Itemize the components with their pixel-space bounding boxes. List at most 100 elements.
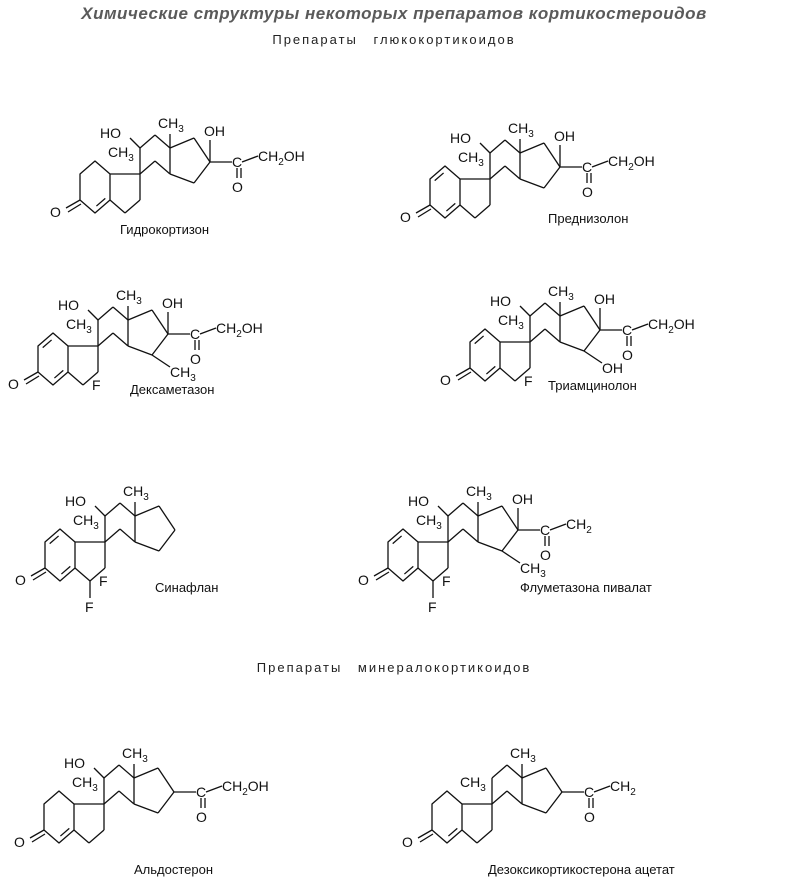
bond <box>118 790 135 805</box>
bond <box>519 142 545 154</box>
c6-fluoro-label: F <box>85 599 94 615</box>
c10-methyl-label: CH3 <box>73 512 99 532</box>
bond <box>157 791 175 814</box>
bond <box>134 505 160 517</box>
double-bond <box>49 535 60 545</box>
c3-oxo-bond <box>375 571 390 581</box>
c21-label: CH2 <box>610 778 636 798</box>
bond <box>104 528 121 543</box>
bond <box>521 767 547 779</box>
bond <box>88 829 105 844</box>
c3-oxo-bond <box>23 371 39 381</box>
bond <box>193 137 211 163</box>
c3-oxygen-label: O <box>15 572 26 588</box>
c13-methyl-label: CH3 <box>122 745 148 765</box>
bond <box>104 502 121 517</box>
bond <box>109 199 126 214</box>
c3-oxo-bond <box>29 829 45 839</box>
bond <box>593 785 611 793</box>
double-bond <box>474 335 485 345</box>
bond <box>139 134 156 149</box>
bond <box>73 829 90 844</box>
hydrocortisone-caption: Гидрокортизон <box>120 222 209 237</box>
c3-oxygen-label: O <box>358 572 369 588</box>
c17-hydroxy-label: OH <box>594 291 615 307</box>
c3-oxo-bond <box>25 375 40 385</box>
deoxycorticosterone-acetate-caption: Дезоксикортикостерона ацетат <box>488 862 675 877</box>
bond <box>112 332 129 347</box>
bond <box>169 173 195 184</box>
c20-carbon-label: C <box>190 326 200 342</box>
bond <box>139 160 156 175</box>
c13-methyl-label: CH3 <box>466 483 492 503</box>
bond <box>549 523 567 531</box>
bond <box>519 178 545 189</box>
bond <box>545 767 563 793</box>
c3-oxo-bond <box>373 567 389 577</box>
bond <box>543 166 561 189</box>
bond <box>491 790 508 805</box>
bond <box>461 829 478 844</box>
c16-hydroxy-label: OH <box>602 360 623 376</box>
bond <box>476 829 493 844</box>
c11-hydroxy-label: HO <box>65 493 86 509</box>
bond <box>504 165 521 180</box>
page-title: Химические структуры некоторых препарато… <box>81 4 707 23</box>
bond <box>462 502 479 517</box>
c3-oxo-bond <box>30 567 46 577</box>
bond <box>501 550 521 564</box>
c11-hydroxy-label: HO <box>100 125 121 141</box>
double-bond <box>59 827 70 837</box>
bond <box>241 155 259 163</box>
c3-oxo-bond <box>415 204 431 214</box>
bond <box>169 137 195 149</box>
aldosterone-caption: Альдостерон <box>134 862 213 877</box>
bond <box>489 165 506 180</box>
bond <box>506 764 523 779</box>
bond <box>583 329 601 352</box>
bond <box>506 790 523 805</box>
bond <box>447 528 464 543</box>
c20-oxygen-label: O <box>196 809 207 825</box>
bond <box>82 371 99 386</box>
c10-methyl-label: CH3 <box>460 774 486 794</box>
bond <box>151 354 171 368</box>
double-bond <box>403 565 414 575</box>
bond <box>545 791 563 814</box>
bond <box>543 142 561 168</box>
c6-fluoro-label: F <box>428 599 437 615</box>
c21-label: CH2 <box>566 516 592 536</box>
bond <box>119 528 136 543</box>
bond <box>529 328 546 343</box>
c21-label: CH2OH <box>222 778 269 798</box>
c9-fluoro-label: F <box>99 573 108 589</box>
prednisolone-caption: Преднизолон <box>548 211 628 226</box>
bond <box>127 345 153 356</box>
bond <box>112 306 129 321</box>
c20-oxygen-label: O <box>190 351 201 367</box>
c20-oxygen-label: O <box>584 809 595 825</box>
bond <box>437 505 449 517</box>
ring-a <box>469 328 501 382</box>
c13-methyl-label: CH3 <box>116 287 142 307</box>
bond <box>514 367 531 382</box>
c13-methyl-label: CH3 <box>510 745 536 765</box>
bond <box>591 160 609 168</box>
bond <box>133 767 159 779</box>
c13-methyl-label: CH3 <box>158 115 184 135</box>
c20-carbon-label: C <box>584 784 594 800</box>
ring-a <box>431 790 463 844</box>
c3-oxygen-label: O <box>14 834 25 850</box>
c20-carbon-label: C <box>582 159 592 175</box>
bond <box>559 305 585 317</box>
bond <box>133 803 159 814</box>
c21-label: CH2OH <box>648 316 695 336</box>
bond <box>474 204 491 219</box>
bond <box>462 528 479 543</box>
bond <box>199 327 217 335</box>
bond <box>205 785 223 793</box>
